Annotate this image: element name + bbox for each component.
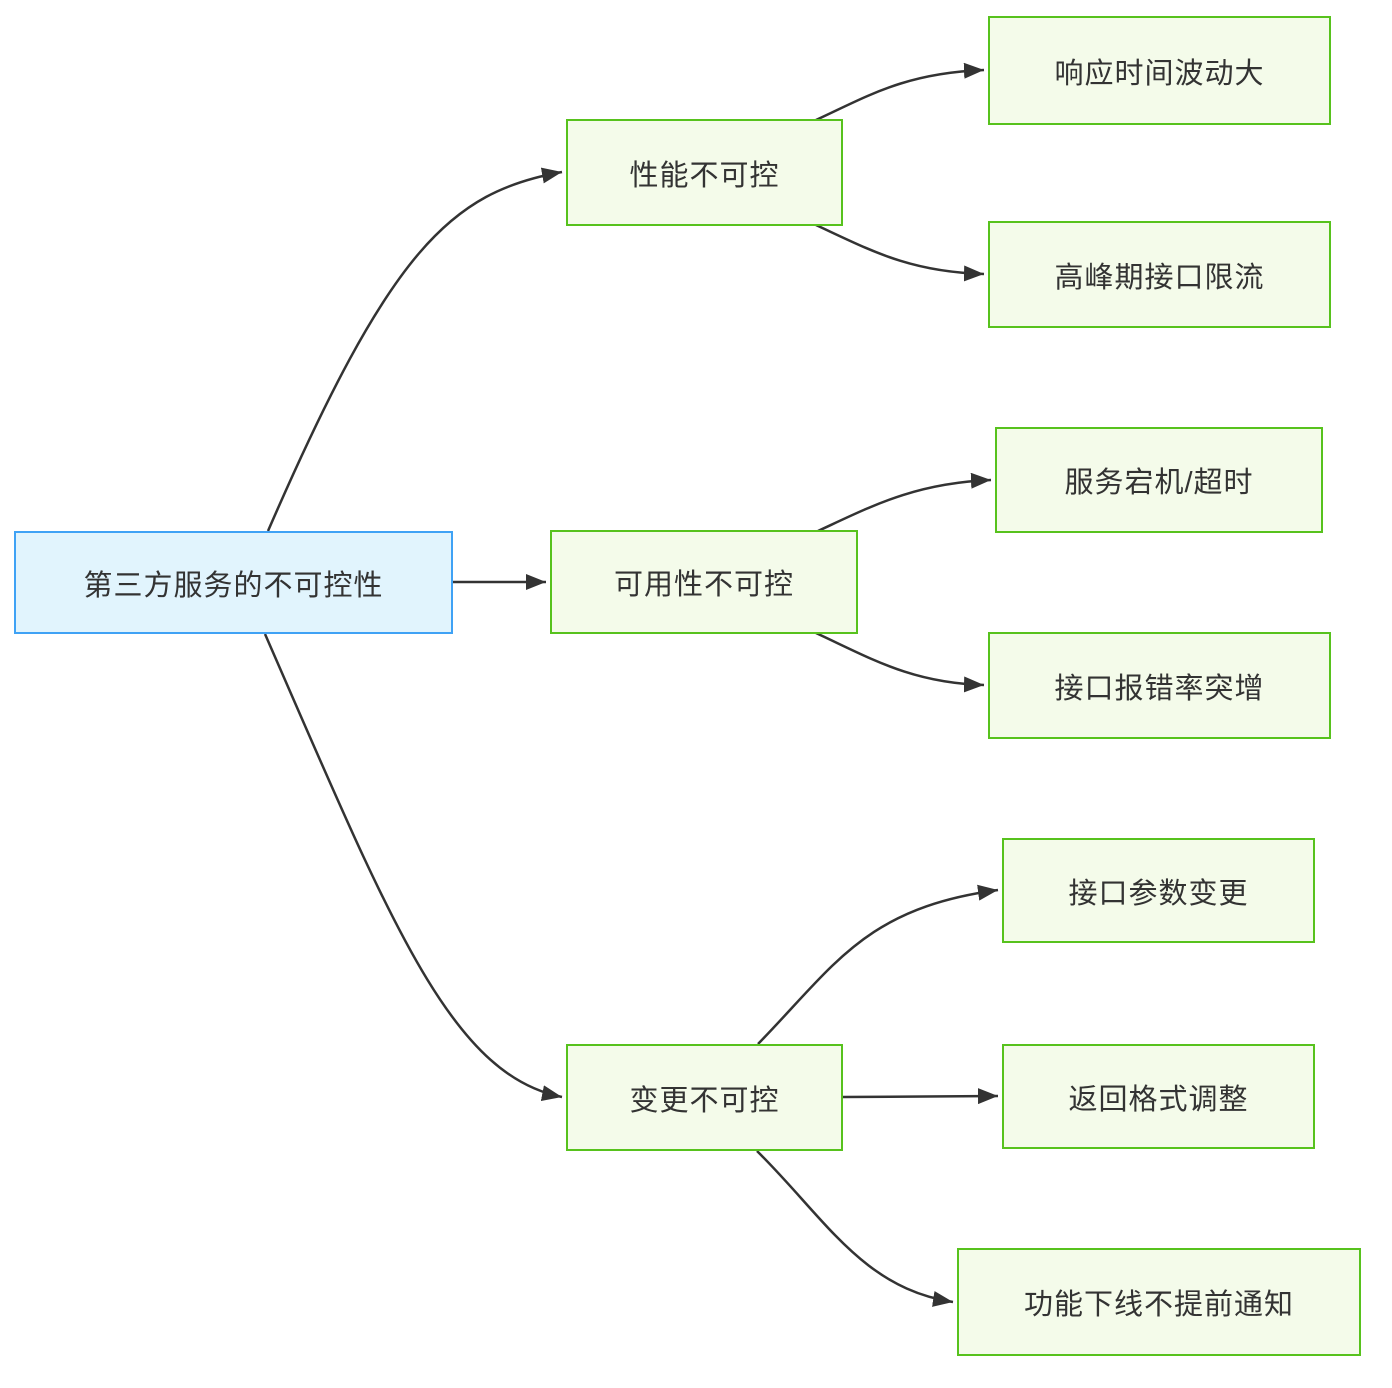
node-response-time-fluctuation: 响应时间波动大 bbox=[988, 16, 1331, 125]
node-root: 第三方服务的不可控性 bbox=[14, 531, 453, 634]
node-service-downtime-label: 服务宕机/超时 bbox=[1064, 467, 1254, 499]
node-root-label: 第三方服务的不可控性 bbox=[83, 569, 384, 602]
node-api-param-change: 接口参数变更 bbox=[1002, 838, 1315, 943]
node-availability-label: 可用性不可控 bbox=[613, 569, 794, 601]
node-performance-label: 性能不可控 bbox=[629, 159, 780, 192]
node-response-time-fluctuation-label: 响应时间波动大 bbox=[1054, 57, 1265, 90]
node-response-format-change: 返回格式调整 bbox=[1002, 1044, 1315, 1149]
edge-change-to-format-change bbox=[842, 1088, 999, 1105]
node-response-format-change-label: 返回格式调整 bbox=[1068, 1083, 1249, 1116]
node-service-downtime: 服务宕机/超时 bbox=[995, 427, 1323, 533]
node-feature-offline-no-notice-label: 功能下线不提前通知 bbox=[1023, 1289, 1294, 1321]
node-error-rate-spike: 接口报错率突增 bbox=[988, 632, 1331, 739]
node-change: 变更不可控 bbox=[566, 1044, 843, 1151]
edge-availability-to-downtime bbox=[817, 472, 992, 533]
edge-root-to-performance bbox=[266, 167, 563, 532]
edge-performance-to-response-time bbox=[815, 62, 985, 122]
node-availability: 可用性不可控 bbox=[550, 530, 858, 634]
node-error-rate-spike-label: 接口报错率突增 bbox=[1054, 672, 1265, 705]
node-feature-offline-no-notice: 功能下线不提前通知 bbox=[957, 1248, 1361, 1356]
edge-root-to-change bbox=[263, 633, 563, 1101]
node-change-label: 变更不可控 bbox=[629, 1084, 780, 1117]
node-peak-rate-limit-label: 高峰期接口限流 bbox=[1054, 261, 1265, 294]
edge-change-to-offline-notice bbox=[756, 1150, 954, 1307]
node-peak-rate-limit: 高峰期接口限流 bbox=[988, 221, 1331, 328]
node-performance: 性能不可控 bbox=[566, 119, 843, 226]
edge-availability-to-error-rate bbox=[815, 631, 985, 693]
edge-performance-to-rate-limit bbox=[815, 223, 985, 282]
edge-change-to-param-change bbox=[757, 884, 999, 1045]
node-api-param-change-label: 接口参数变更 bbox=[1068, 877, 1249, 910]
